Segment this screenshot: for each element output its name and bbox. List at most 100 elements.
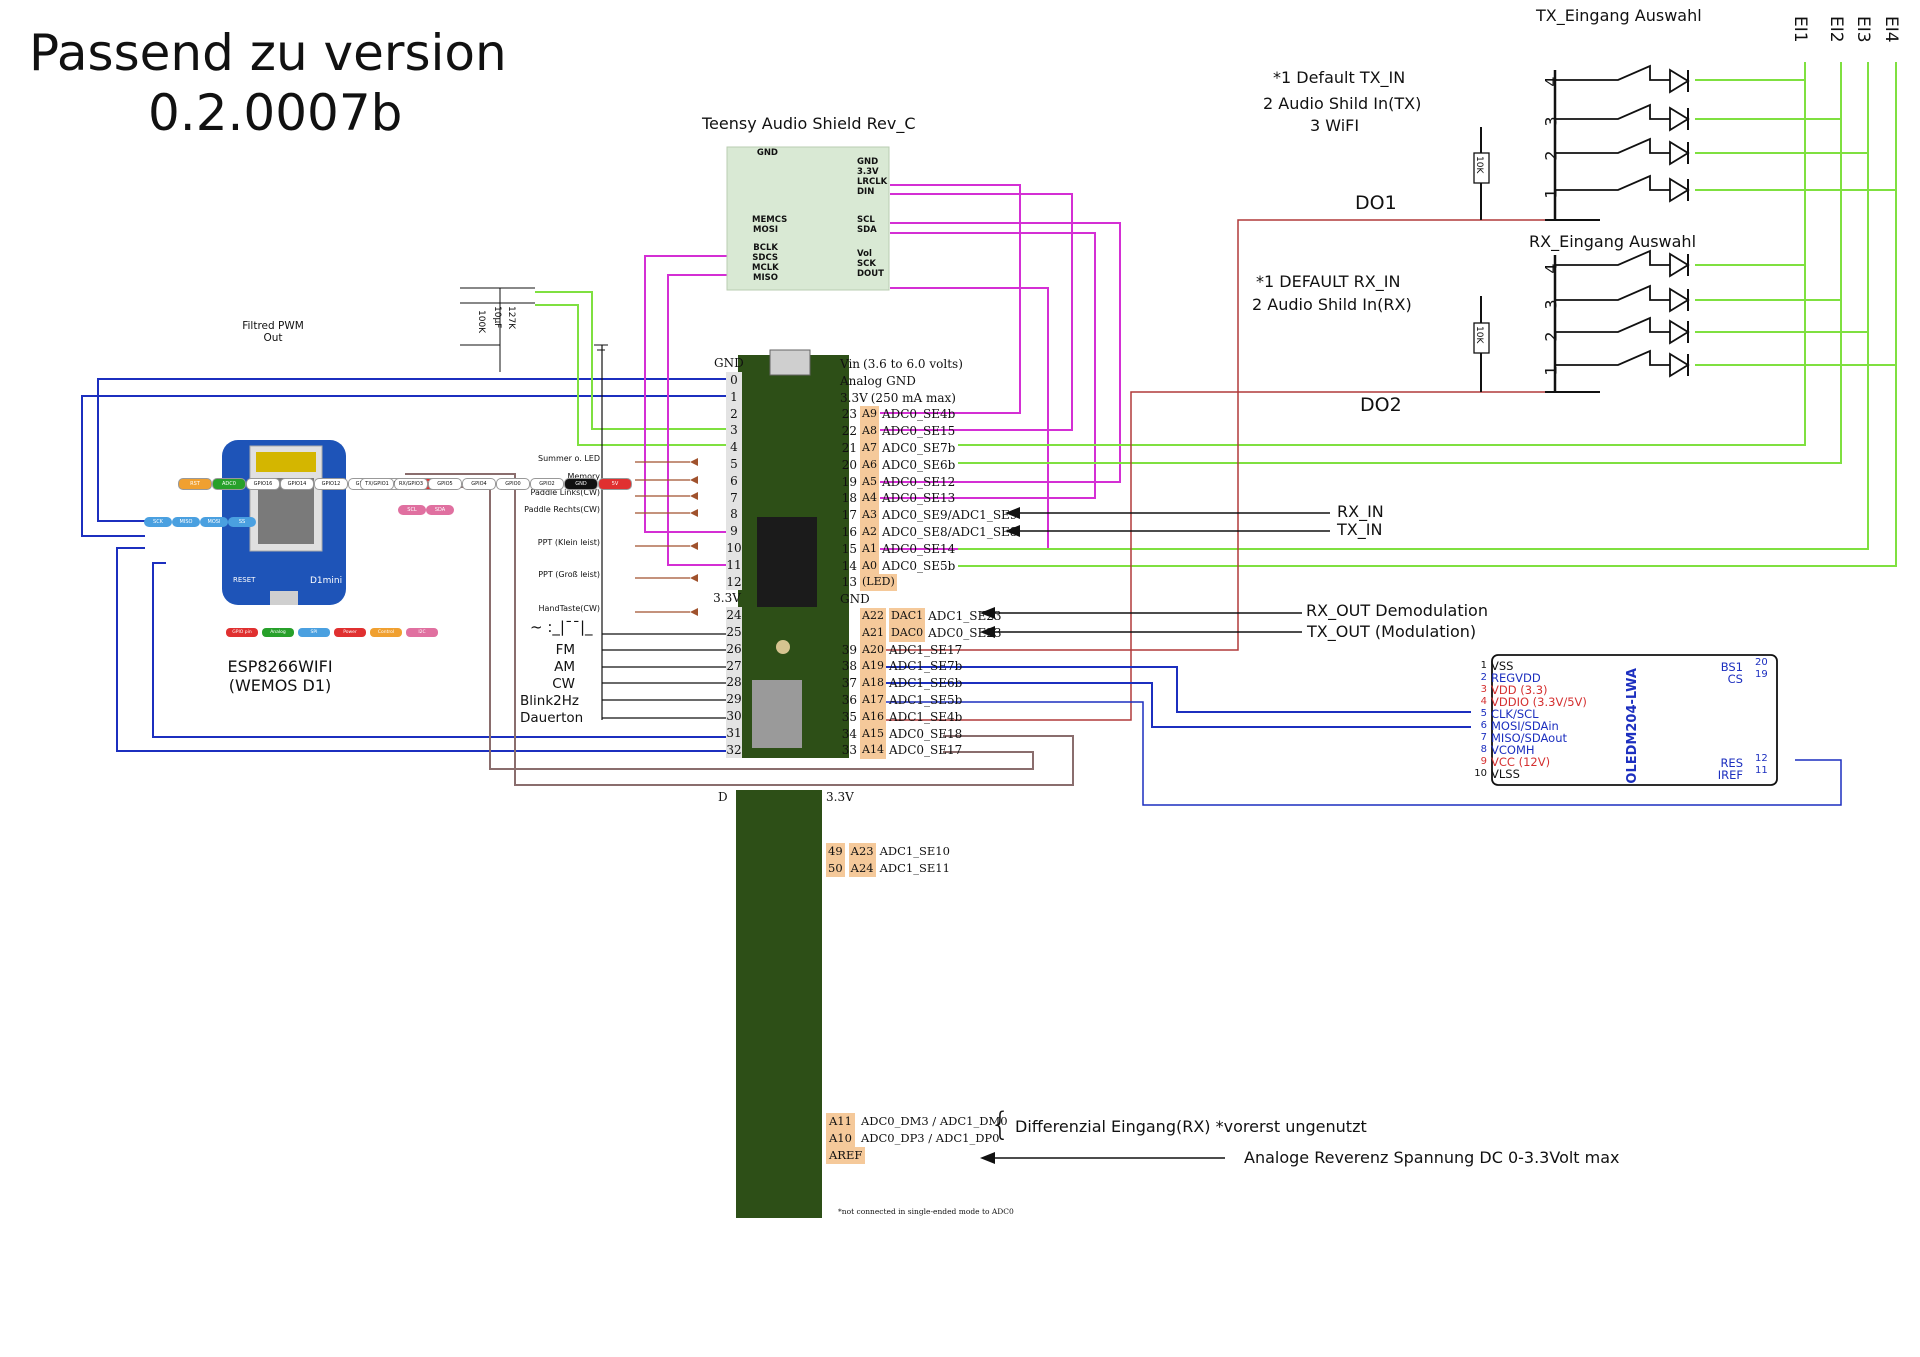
pin-function: (3.6 to 6.0 volts) xyxy=(863,357,963,371)
teensy-left-pin: 8 xyxy=(726,506,742,524)
pin-number: 14 xyxy=(841,558,857,573)
pin-analog: A1 xyxy=(860,540,879,558)
esp-spi-tag: SS xyxy=(228,517,256,527)
pin-function: ADC0_SE12 xyxy=(881,474,956,489)
oled-pin-name: CLK/SCL xyxy=(1491,707,1539,721)
pin-analog: A0 xyxy=(860,557,879,575)
oled-pin-name: VCOMH xyxy=(1491,743,1535,757)
esp-antenna xyxy=(256,452,316,472)
tx-in-label: TX_IN xyxy=(1337,520,1383,539)
oled-pin-number: 10 xyxy=(1474,768,1487,779)
switch-label: Summer o. LED xyxy=(538,454,600,463)
switch-number: 2 xyxy=(1541,331,1561,342)
pin-analog: AREF xyxy=(826,1147,866,1164)
oled-right-num: 11 xyxy=(1755,765,1768,776)
wire-pin32-blue xyxy=(116,547,728,752)
pin-number xyxy=(840,625,857,642)
teensy-left-pin: 0 xyxy=(726,372,742,389)
mode-label: Dauerton xyxy=(520,710,584,726)
pin-analog: A17 xyxy=(860,691,886,709)
tx-resistor-label: 10K xyxy=(1474,156,1484,174)
oled-right-name: RES xyxy=(1720,756,1743,770)
esp-usb xyxy=(270,591,298,605)
pin-number: Vin xyxy=(840,357,861,371)
audio-shield-left-pins: GND MEMCS MOSI BCLK SDCS MCLK MISO xyxy=(752,148,788,283)
pin-number: 36 xyxy=(841,692,857,707)
pin-analog: A15 xyxy=(860,725,886,743)
pin-number: 22 xyxy=(841,424,857,439)
diode-tx4 xyxy=(1669,68,1690,94)
wire-shield-lrclk xyxy=(880,184,1021,414)
oled-pin-name: VLSS xyxy=(1491,767,1520,781)
pin-number: 21 xyxy=(841,440,857,455)
pin-number: 33 xyxy=(841,743,857,758)
pin-function: ADC0_DM3 / ADC1_DM0 xyxy=(860,1114,1008,1128)
lower-top-left: D xyxy=(718,790,728,804)
pin-function: ADC0_SE23 xyxy=(928,625,1002,640)
pin-function: ADC0_SE8/ADC1_SE8 xyxy=(881,524,1018,539)
ei-label: EI1 xyxy=(1790,16,1810,43)
pin-function: ADC0_SE6b xyxy=(881,457,956,472)
esp-right-pin: GPIO4 xyxy=(462,478,496,490)
pin-number: 50 xyxy=(826,860,845,877)
oled-right-name: BS1 xyxy=(1720,660,1743,674)
pin-analog: A24 xyxy=(848,860,876,877)
teensy-left-pin: 3.3V xyxy=(713,591,741,606)
esp-right-pin: TX/GPIO1 xyxy=(360,478,394,490)
teensy-right-pin: Vin(3.6 to 6.0 volts) xyxy=(840,356,1017,373)
pwm-r2: 100K xyxy=(476,310,486,334)
switch-number: 1 xyxy=(1541,188,1561,199)
oled-pin-number: 6 xyxy=(1480,720,1487,731)
esp-legend-item: Control xyxy=(370,628,402,637)
oled-pin-name: VDDIO (3.3V/5V) xyxy=(1491,695,1587,709)
pin-number: GND xyxy=(840,592,870,607)
switch-label: Paddle Rechts(CW) xyxy=(524,505,600,514)
teensy-left-pin: 3 xyxy=(726,422,742,440)
wire-oled-mosi xyxy=(880,682,1471,728)
wire-shield-scl xyxy=(880,222,1121,483)
esp-right-pin: 5V xyxy=(598,478,632,490)
pin-analog: A7 xyxy=(860,439,879,457)
pin-function: (250 mA max) xyxy=(870,390,956,405)
pin-dac: DAC0 xyxy=(888,624,926,642)
mode-label: Blink2Hz xyxy=(520,693,579,709)
tx-select-title: TX_Eingang Auswahl xyxy=(1536,6,1702,25)
teensy-left-pin: 12 xyxy=(726,573,742,591)
esp-spi-tag: SCK xyxy=(144,517,172,527)
diode-tx2 xyxy=(1669,140,1690,166)
diode-rx3 xyxy=(1669,287,1690,313)
switch-number: 4 xyxy=(1541,263,1561,274)
rx-note1: *1 DEFAULT RX_IN xyxy=(1256,272,1401,291)
pin-analog: A10 xyxy=(826,1130,855,1147)
teensy-left-pin: 30 xyxy=(726,707,742,725)
pin-function: ADC1_SE23 xyxy=(928,608,1002,623)
teensy-left-pin: 5 xyxy=(726,455,742,473)
pin-number: 16 xyxy=(841,524,857,539)
oled-right-num: 20 xyxy=(1755,657,1768,668)
pin-analog: A9 xyxy=(860,406,879,424)
teensy-left-pin: 26 xyxy=(726,640,742,658)
diff-pin: AREF xyxy=(826,1147,1008,1164)
teensy-right-pin: GND xyxy=(840,591,1017,608)
pin-number: Analog GND xyxy=(840,373,916,388)
teensy-left-pin: 7 xyxy=(726,489,742,507)
oled-pin-name: MISO/SDAout xyxy=(1491,731,1567,745)
esp-i2c-tag: SCL xyxy=(398,505,426,515)
teensy-right-pin: 3.3V(250 mA max) xyxy=(840,390,1017,407)
wire-shield-din xyxy=(880,193,1073,431)
